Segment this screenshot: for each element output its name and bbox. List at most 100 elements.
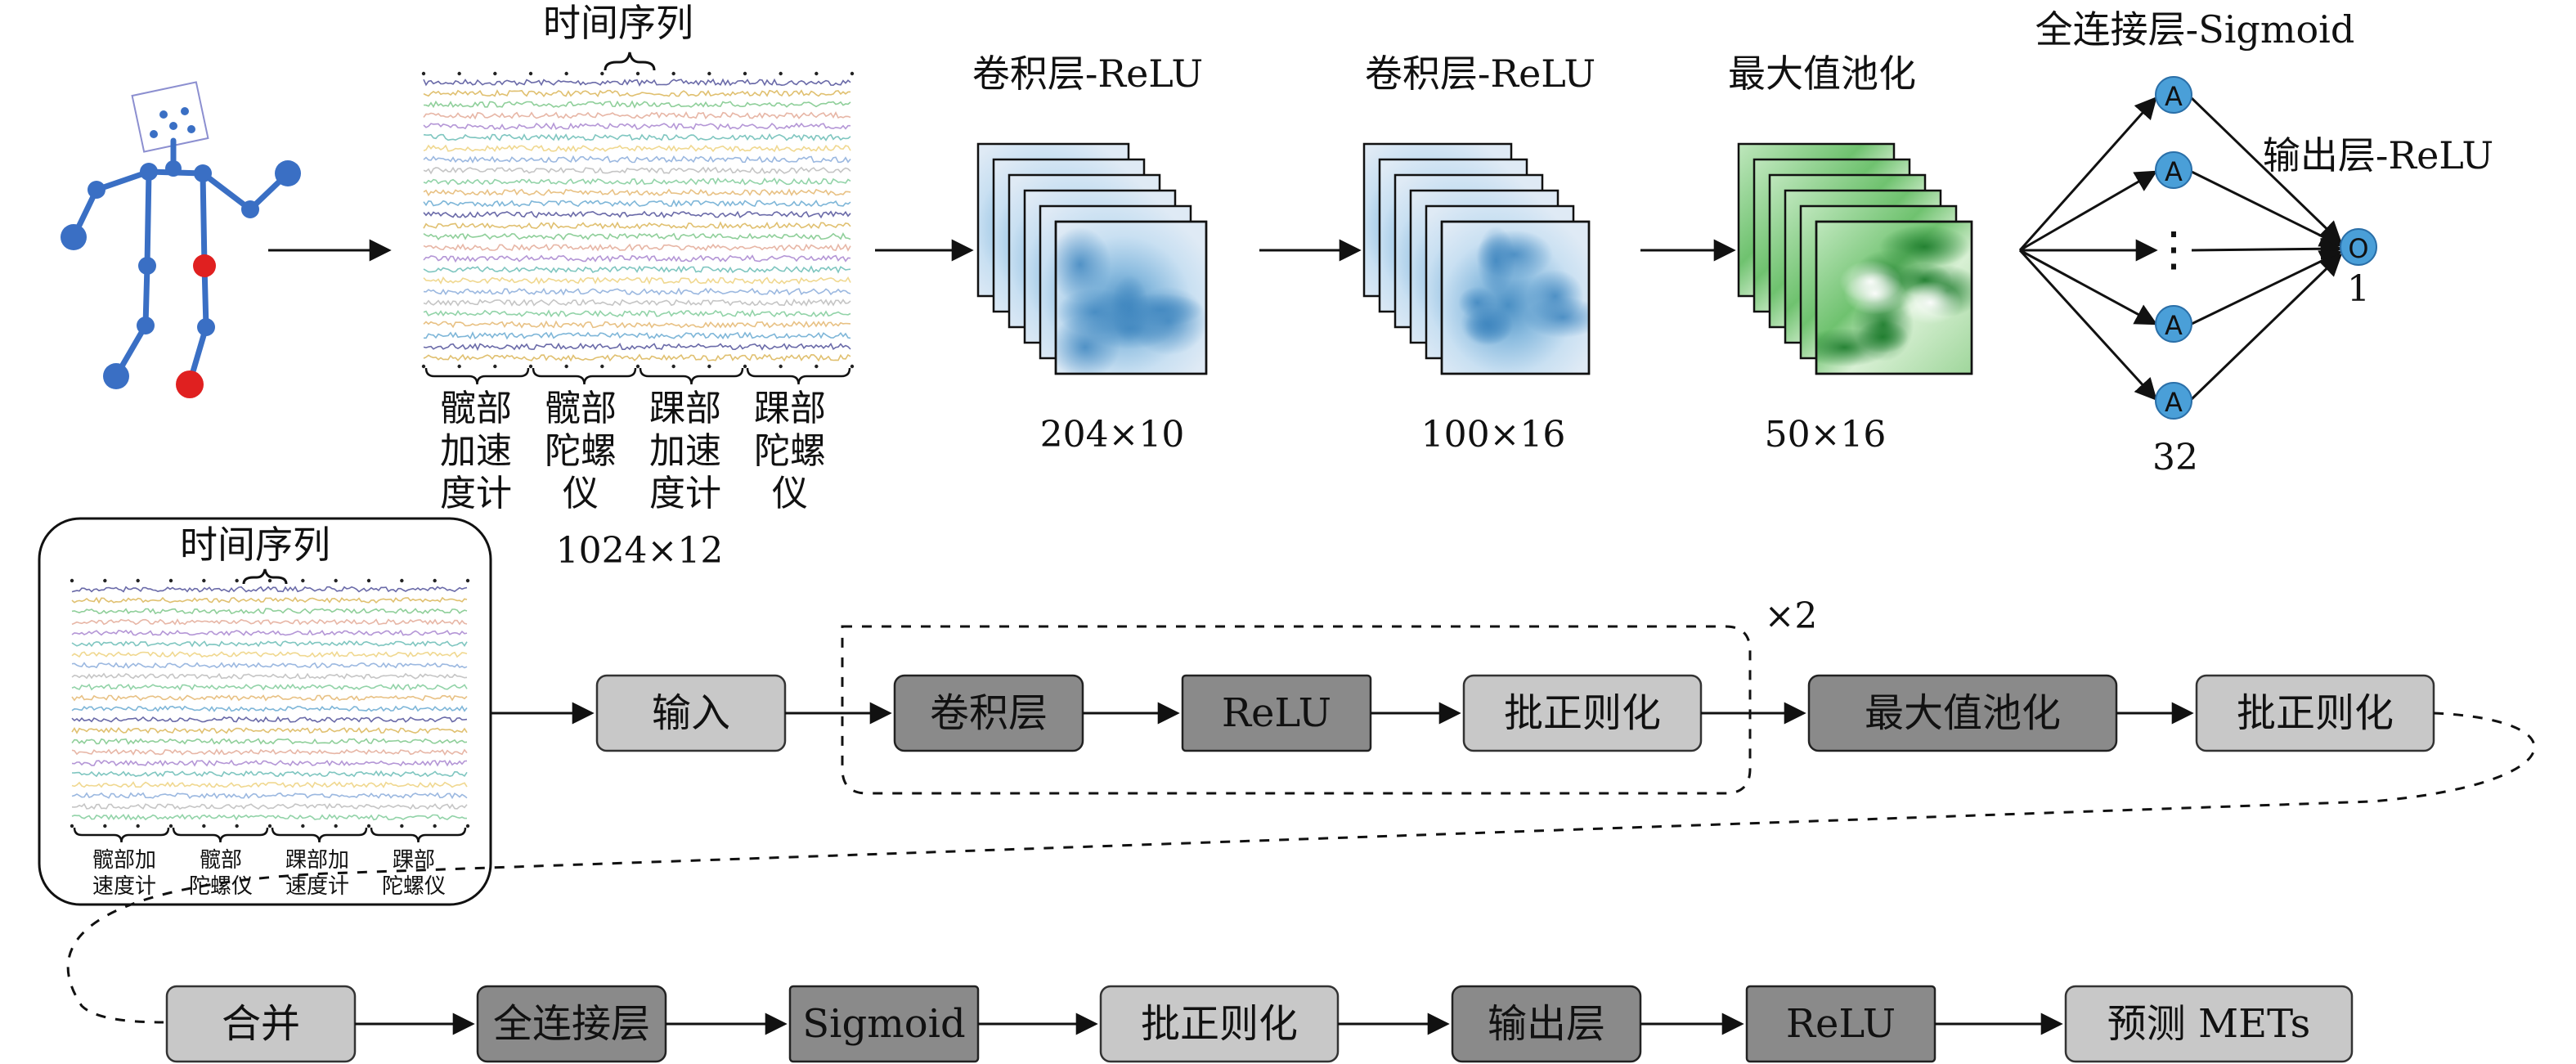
front-feature-map-pattern [1458,226,1589,347]
tick-dot [815,71,819,76]
pool-title: 最大值池化 [1728,52,1916,96]
block-output-label: 输出层 [1488,1001,1605,1047]
row2-blocks: 合并 全连接层 Sigmoid 批正则化 输出层 ReLU 预测 METs [165,985,2354,1063]
tick-dot [457,71,461,76]
sensor-trace [71,586,468,593]
tick-dot [267,824,272,828]
top-group-labels: 髋部加速度计 髋部陀螺仪 踝部加速度计 踝部陀螺仪 [440,388,826,514]
bottom-series-panel [38,517,492,906]
tick-dot [70,824,74,828]
block-sigmoid-label: Sigmoid [802,1001,965,1047]
sensor-trace [423,221,851,230]
sensor-trace [71,640,468,648]
joint-shoulder-left [140,163,158,181]
joint-knee-left [137,317,155,334]
tick-dot [465,824,470,828]
fc-nodes: A A ⋮ A A [2150,76,2197,420]
skeleton-figure [61,81,301,398]
tick-dot [743,364,747,369]
conv2-feature-map-stack [1362,142,1591,375]
top-time-series-plot [421,71,855,369]
tick-dot [136,578,140,583]
joint-hand-left [61,224,87,250]
conv2-size-label: 100×16 [1421,414,1566,456]
tick-dot [421,364,426,369]
tick-dot [334,578,338,583]
sensor-trace [423,353,851,362]
top-group-label: 髋部陀螺仪 [545,388,617,514]
tick-dot [366,578,371,583]
sensor-trace [423,342,851,352]
tick-dot [433,824,437,828]
tick-dot [850,71,855,76]
bottom-group-label: 踝部陀螺仪 [382,848,446,899]
tick-dot [635,71,640,76]
tick-dot [168,578,173,583]
row-connector [66,712,2536,1024]
fc-node-letter: A [2165,81,2183,112]
joint-hip-right-sensor [193,254,216,277]
fc-count-label: 32 [2152,437,2198,478]
repeat-block-outline [841,625,1752,795]
group-brace [424,367,530,385]
tick-dot [671,364,675,369]
sensor-trace [423,276,851,285]
sensor-trace [423,166,851,175]
bottom-time-series-title: 时间序列 [180,523,330,567]
conv1-size-label: 204×10 [1040,414,1185,456]
fc-node-letter: A [2165,387,2183,418]
block-predict-mets [2064,985,2354,1063]
sensor-trace [424,331,851,340]
bottom-group-label: 踝部加速度计 [285,848,349,899]
conv1-title: 卷积层-ReLU [972,52,1203,96]
block-relu-1-label: ReLU [1222,690,1331,736]
front-feature-map-pattern [1056,227,1206,374]
joint-ankle-right-sensor [176,370,204,398]
sensor-trace [71,618,468,626]
tick-dot [168,824,173,828]
sensor-trace [423,265,851,274]
tick-dot [493,71,497,76]
block-merge-label: 合并 [222,1001,300,1047]
sensor-trace [71,716,468,723]
group-brace [532,367,637,385]
top-time-series-title: 时间序列 [543,1,693,45]
top-group-label: 踝部加速度计 [649,388,721,514]
group-brace [746,367,851,385]
sensor-trace [423,231,851,241]
tick-dot [465,578,470,583]
tick-dot [707,364,711,369]
tick-dot [707,71,711,76]
sensor-trace [423,89,851,98]
top-group-label: 髋部加速度计 [440,388,512,514]
sensor-trace [71,726,468,734]
sensor-trace [71,629,468,636]
tick-dot [779,71,783,76]
fc-ellipsis: ⋮ [2150,221,2197,276]
joint-elbow-right [241,200,259,218]
out-title: 输出层-ReLU [2263,133,2493,177]
joint-foot-left [103,363,129,389]
block-relu-2-label: ReLU [1786,1001,1896,1047]
sensor-trace [423,188,851,197]
tick-dot [600,71,604,76]
block-input-label: 输入 [652,690,730,736]
sensor-trace [71,662,468,669]
tick-dot [366,824,371,828]
sensor-trace [423,309,851,318]
tick-dot [70,578,74,583]
repeat-label: ×2 [1765,595,1818,637]
joint-neck [165,160,182,177]
out-count-label: 1 [2347,268,2370,310]
conv2-title: 卷积层-ReLU [1365,52,1595,96]
tick-dot [564,364,568,369]
group-brace [271,827,368,843]
block-predict-mets-label: 预测 METs [2107,1001,2311,1047]
tick-dot [493,364,497,369]
block-maxpool-label: 最大值池化 [1865,690,2061,736]
sensor-trace [423,132,851,141]
top-series-brace [604,52,656,71]
tick-dot [235,578,239,583]
tick-dot [433,578,437,583]
bottom-group-labels: 髋部加速度计 髋部陀螺仪 踝部加速度计 踝部陀螺仪 [92,848,446,899]
